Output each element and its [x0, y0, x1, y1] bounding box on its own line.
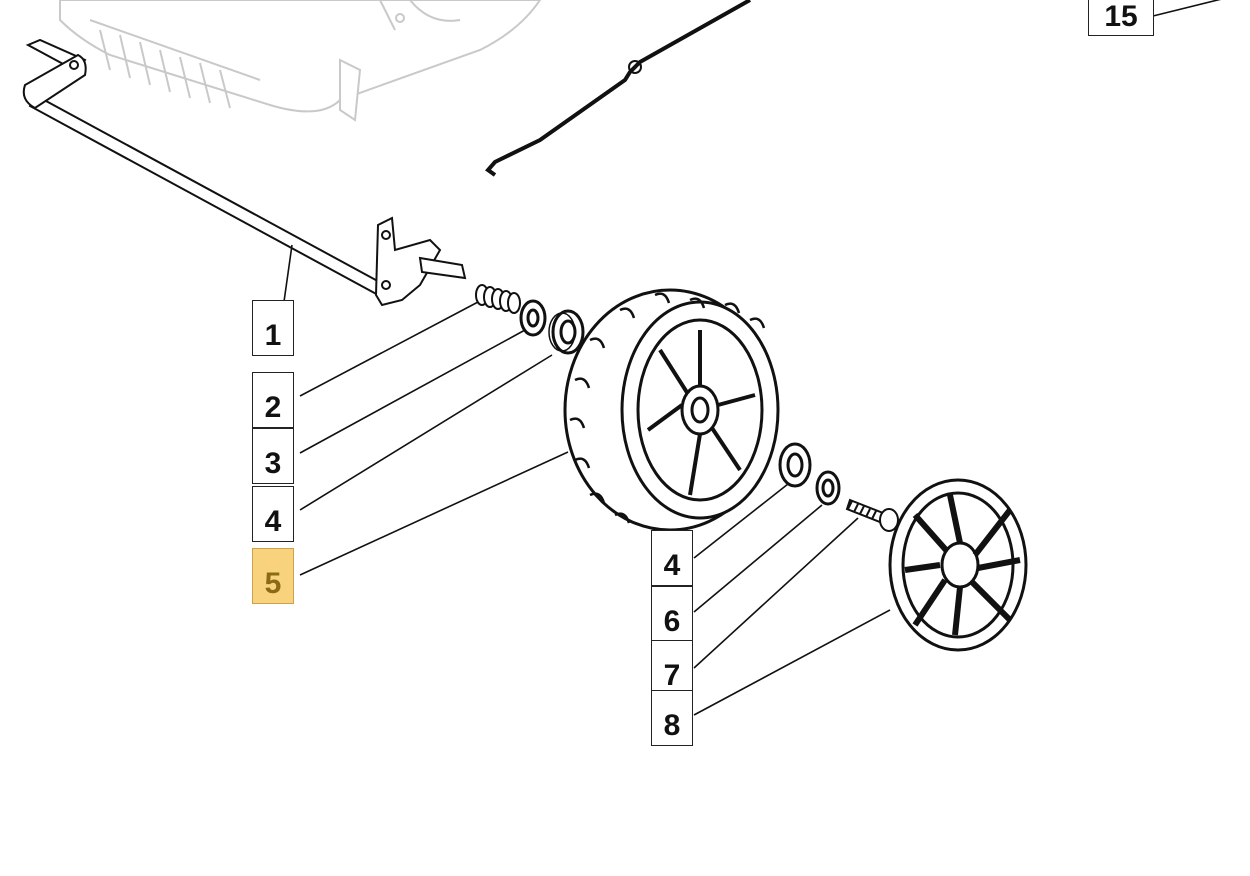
- callout-label: 15: [1104, 0, 1138, 33]
- spring: [475, 284, 521, 314]
- wheel: [563, 288, 780, 532]
- axle-rod: [22, 38, 387, 298]
- bolt: [845, 498, 899, 532]
- callout-label: 2: [264, 391, 282, 424]
- callout-7[interactable]: 7: [651, 640, 693, 696]
- hub-cap: [888, 478, 1028, 652]
- mower-deck: [59, 0, 542, 122]
- callout-label: 3: [264, 447, 282, 480]
- washer-right: [815, 470, 841, 506]
- height-lever: [485, 0, 751, 177]
- leader-lines: [279, 0, 1221, 716]
- callout-6[interactable]: 6: [651, 586, 693, 642]
- callout-15[interactable]: 15: [1088, 0, 1154, 36]
- callout-label: 5: [264, 567, 282, 600]
- bearing-right: [778, 442, 812, 488]
- callout-label: 8: [663, 709, 681, 742]
- callout-4-right[interactable]: 4: [651, 530, 693, 586]
- callout-label: 4: [264, 505, 282, 538]
- callout-2[interactable]: 2: [252, 372, 294, 428]
- washer-left: [519, 299, 547, 337]
- callout-5-selected[interactable]: 5: [252, 548, 294, 604]
- callout-label: 4: [663, 549, 681, 582]
- callout-label: 6: [663, 605, 681, 638]
- wheel-bracket: [374, 216, 467, 307]
- callout-3[interactable]: 3: [252, 428, 294, 484]
- callout-label: 7: [663, 659, 681, 692]
- callout-8[interactable]: 8: [651, 690, 693, 746]
- bearing-left: [548, 309, 585, 355]
- callout-1[interactable]: 1: [252, 300, 294, 356]
- callout-label: 1: [264, 319, 282, 352]
- callout-4-left[interactable]: 4: [252, 486, 294, 542]
